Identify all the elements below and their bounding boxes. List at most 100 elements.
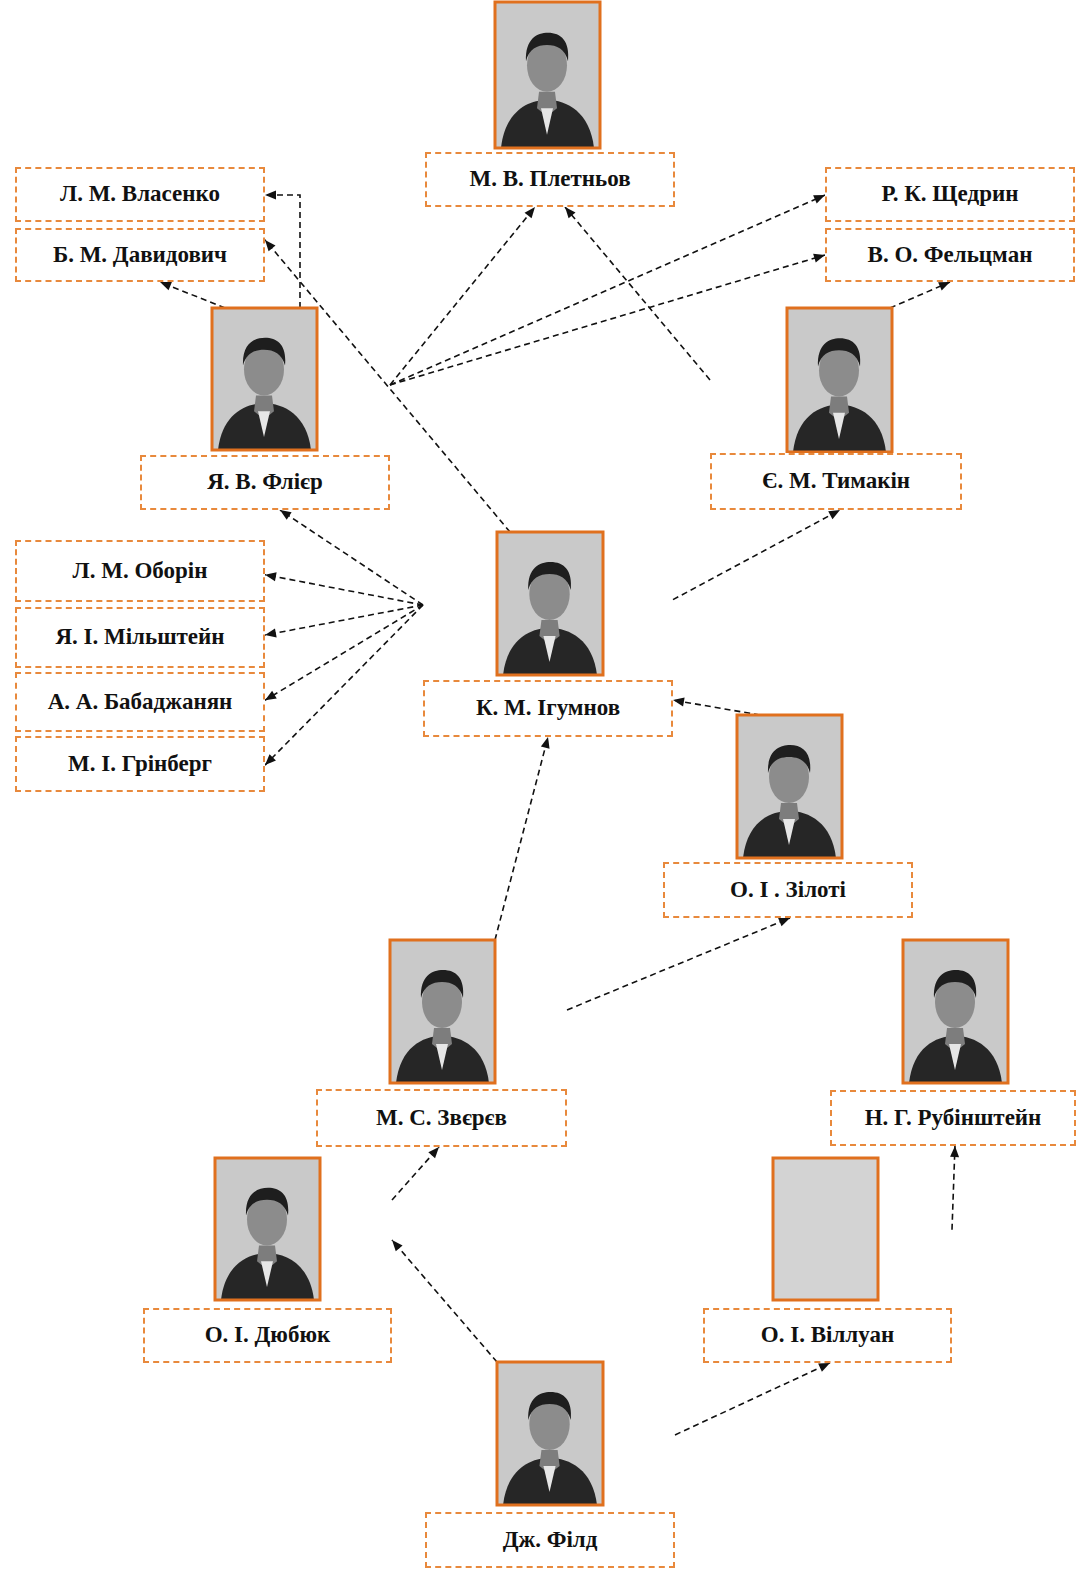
lineage-arrow bbox=[265, 605, 423, 765]
portrait-photo bbox=[787, 308, 892, 452]
portrait-photo bbox=[390, 940, 495, 1083]
photo-frame bbox=[390, 940, 495, 1083]
person-name: А. А. Бабаджанян bbox=[48, 689, 233, 715]
portrait-node: Дж. Філд bbox=[425, 1362, 675, 1568]
lineage-arrow bbox=[890, 282, 950, 308]
dashed-line bbox=[890, 282, 950, 308]
portrait-image bbox=[737, 715, 842, 858]
photo-frame bbox=[212, 308, 317, 450]
dashed-line bbox=[265, 575, 423, 605]
portrait-image bbox=[497, 532, 603, 675]
name-label: М. В. Плетньов bbox=[425, 152, 675, 207]
person-name: Дж. Філд bbox=[503, 1527, 598, 1553]
dashed-line bbox=[565, 207, 710, 380]
lineage-arrow bbox=[567, 918, 790, 1010]
portrait-node: К. М. Ігумнов bbox=[423, 532, 673, 737]
portrait-node: О. І . Зілоті bbox=[663, 715, 913, 918]
person-name: Я. І. Мільштейн bbox=[55, 624, 224, 650]
person-name: Н. Г. Рубінштейн bbox=[865, 1105, 1042, 1131]
dashed-line bbox=[495, 737, 548, 940]
lineage-arrow bbox=[495, 737, 550, 940]
dashed-line bbox=[265, 195, 300, 308]
name-label: М. С. Звєрєв bbox=[316, 1089, 567, 1147]
portrait-photo bbox=[212, 308, 317, 450]
dashed-line bbox=[673, 510, 840, 600]
name-label: О. І. Віллуан bbox=[703, 1308, 952, 1363]
portrait-image bbox=[497, 1362, 603, 1505]
lineage-arrow bbox=[265, 191, 300, 308]
arrow-head bbox=[428, 1147, 439, 1158]
portrait-image bbox=[903, 940, 1008, 1083]
photo-frame bbox=[787, 308, 892, 452]
portrait-node: Я. В. Флієр bbox=[140, 308, 390, 510]
name-box: В. О. Фельцман bbox=[825, 228, 1075, 282]
portrait-node: О. І. Віллуан bbox=[703, 1158, 952, 1363]
arrow-head bbox=[525, 207, 535, 218]
photo-frame bbox=[773, 1158, 878, 1300]
name-box: Р. К. Щедрин bbox=[825, 167, 1075, 222]
person-name: О. І . Зілоті bbox=[730, 877, 846, 903]
portrait-placeholder bbox=[773, 1158, 878, 1300]
person-name: Б. М. Давидович bbox=[53, 242, 227, 268]
dashed-line bbox=[390, 255, 825, 385]
portrait-node: О. І. Дюбюк bbox=[143, 1158, 392, 1363]
arrow-head bbox=[160, 282, 172, 290]
arrow-head bbox=[541, 737, 550, 749]
arrow-head bbox=[938, 282, 950, 290]
portrait-photo bbox=[215, 1158, 320, 1300]
person-name: Л. М. Власенко bbox=[60, 181, 220, 207]
photo-frame bbox=[737, 715, 842, 858]
dashed-line bbox=[392, 1240, 497, 1362]
portrait-node: М. С. Звєрєв bbox=[316, 940, 567, 1147]
dashed-line bbox=[160, 282, 225, 308]
name-label: О. І. Дюбюк bbox=[143, 1308, 392, 1363]
name-box: Б. М. Давидович bbox=[15, 228, 265, 282]
name-label: Дж. Філд bbox=[425, 1512, 675, 1568]
person-name: В. О. Фельцман bbox=[868, 242, 1033, 268]
arrow-head bbox=[818, 1363, 830, 1372]
arrow-head bbox=[828, 510, 840, 519]
person-name: М. С. Звєрєв bbox=[376, 1105, 507, 1131]
dashed-line bbox=[673, 700, 760, 715]
name-box: М. І. Грінберг bbox=[15, 736, 265, 792]
name-label: К. М. Ігумнов bbox=[423, 680, 673, 737]
arrow-head bbox=[565, 207, 576, 218]
name-label: О. І . Зілоті bbox=[663, 862, 913, 918]
name-label: Я. В. Флієр bbox=[140, 455, 390, 510]
portrait-image bbox=[495, 2, 600, 148]
portrait-node: Н. Г. Рубінштейн bbox=[830, 940, 1076, 1146]
lineage-arrow bbox=[675, 1363, 830, 1435]
portrait-node: Є. М. Тимакін bbox=[710, 308, 962, 510]
person-name: О. І. Віллуан bbox=[761, 1322, 894, 1348]
arrow-head bbox=[673, 698, 685, 707]
lineage-arrow bbox=[390, 207, 535, 385]
name-box: А. А. Бабаджанян bbox=[15, 672, 265, 732]
dashed-line bbox=[675, 1363, 830, 1435]
lineage-arrow bbox=[950, 1146, 959, 1230]
lineage-arrow bbox=[392, 1147, 439, 1200]
name-label: Н. Г. Рубінштейн bbox=[830, 1090, 1076, 1146]
arrow-head bbox=[950, 1146, 959, 1157]
dashed-line bbox=[390, 195, 825, 385]
lineage-arrow bbox=[390, 195, 825, 385]
dashed-line bbox=[265, 605, 423, 635]
person-name: Р. К. Щедрин bbox=[882, 181, 1019, 207]
name-box: Л. М. Оборін bbox=[15, 540, 265, 602]
dashed-line bbox=[567, 918, 790, 1010]
dashed-line bbox=[392, 1147, 439, 1200]
arrow-head bbox=[280, 510, 292, 520]
arrow-head bbox=[265, 754, 276, 765]
arrow-head bbox=[392, 1240, 403, 1251]
portrait-image bbox=[215, 1158, 320, 1300]
name-box: Я. І. Мільштейн bbox=[15, 607, 265, 668]
name-box: Л. М. Власенко bbox=[15, 167, 265, 222]
lineage-arrow bbox=[265, 605, 423, 637]
dashed-line bbox=[265, 605, 423, 765]
name-label: Є. М. Тимакін bbox=[710, 453, 962, 510]
portrait-photo bbox=[495, 2, 600, 148]
portrait-node: М. В. Плетньов bbox=[425, 2, 675, 207]
person-name: К. М. Ігумнов bbox=[476, 695, 620, 721]
portrait-photo bbox=[737, 715, 842, 858]
photo-frame bbox=[497, 1362, 603, 1505]
